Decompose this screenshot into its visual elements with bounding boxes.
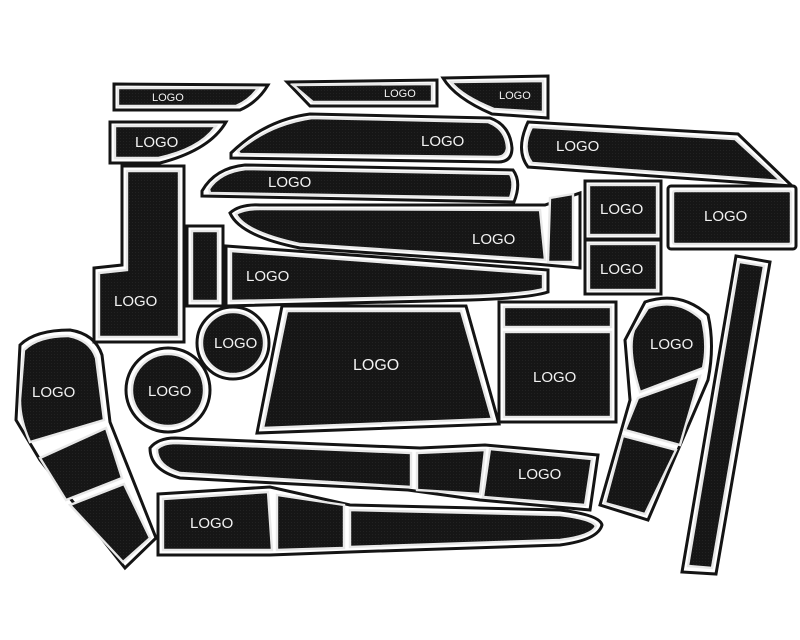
- logo-label: LOGO: [190, 515, 233, 532]
- l-shaped-left-mat: LOGO: [92, 164, 186, 344]
- long-center-strip-mat: LOGO: [229, 112, 514, 164]
- logo-label: LOGO: [533, 369, 576, 386]
- right-segmented-mat: LOGO: [598, 296, 713, 522]
- center-right-block-mat: LOGO: [497, 300, 618, 424]
- small-vertical-tab-mat: [185, 224, 225, 308]
- logo-label: LOGO: [114, 293, 157, 310]
- upper-left-wedge-mat: LOGO: [108, 120, 229, 165]
- logo-label: LOGO: [152, 92, 184, 104]
- right-rectangle-mat: LOGO: [666, 184, 798, 251]
- logo-label: LOGO: [472, 231, 515, 248]
- round-coaster-upper: LOGO: [195, 305, 271, 381]
- logo-label: LOGO: [600, 261, 643, 278]
- logo-label: LOGO: [246, 268, 289, 285]
- logo-label: LOGO: [135, 134, 178, 151]
- bottom-long-strip-mat: LOGO: [156, 485, 604, 557]
- small-square-mat-upper: LOGO: [583, 179, 663, 241]
- top-center-strip-mat: LOGO: [283, 78, 439, 108]
- left-segmented-mat: LOGO: [14, 328, 158, 571]
- logo-label: LOGO: [214, 335, 257, 352]
- logo-label: LOGO: [148, 383, 191, 400]
- logo-label: LOGO: [384, 88, 416, 100]
- logo-label: LOGO: [421, 133, 464, 150]
- logo-label: LOGO: [268, 174, 311, 191]
- logo-label: LOGO: [499, 90, 531, 102]
- upper-right-long-mat: LOGO: [520, 120, 797, 188]
- logo-label: LOGO: [353, 357, 399, 374]
- logo-label: LOGO: [704, 208, 747, 225]
- logo-label: LOGO: [32, 384, 75, 401]
- logo-label: LOGO: [600, 201, 643, 218]
- top-left-strip-mat: LOGO: [112, 82, 271, 112]
- logo-label: LOGO: [518, 466, 561, 483]
- top-right-strip-mat: LOGO: [440, 74, 550, 120]
- small-square-mat-lower: LOGO: [583, 238, 663, 296]
- round-coaster-lower: LOGO: [124, 346, 212, 434]
- lower-long-strip-mat: LOGO: [148, 436, 600, 512]
- curved-center-long-mat: LOGO: [228, 190, 582, 270]
- mid-left-strip-mat: LOGO: [200, 163, 520, 204]
- logo-label: LOGO: [556, 138, 599, 155]
- tapered-center-mat: LOGO: [224, 244, 550, 308]
- logo-label: LOGO: [650, 336, 693, 353]
- center-trapezoid-mat: LOGO: [255, 304, 501, 435]
- tall-diagonal-mat: [680, 254, 772, 576]
